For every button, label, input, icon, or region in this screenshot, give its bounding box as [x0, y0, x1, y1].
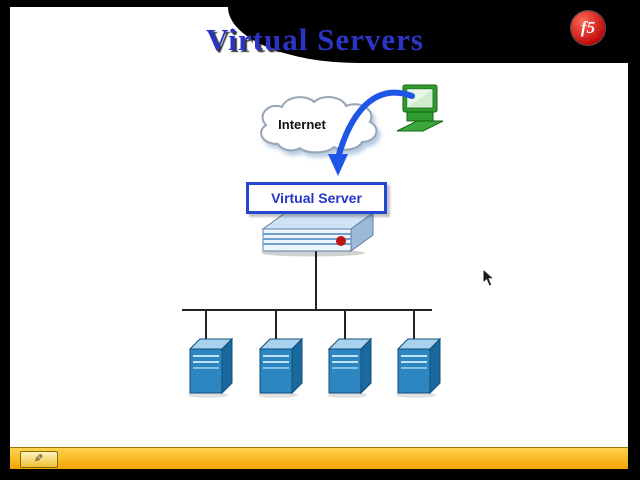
bigip-appliance-icon	[255, 207, 375, 257]
mouse-cursor-icon	[482, 267, 496, 288]
presentation-toolbar: ✎	[10, 447, 628, 469]
server-icon	[327, 337, 373, 398]
network-bus-line	[182, 309, 432, 311]
drop-line	[413, 311, 415, 341]
drop-line	[344, 311, 346, 341]
network-trunk-line	[315, 250, 317, 311]
pen-icon: ✎	[34, 453, 44, 465]
arrow-graphic	[328, 89, 415, 176]
slide-title: Virtual Servers	[206, 22, 424, 57]
drop-line	[205, 311, 207, 341]
internet-label: Internet	[278, 117, 326, 132]
connection-arrow-icon	[312, 86, 422, 186]
pen-tool-button[interactable]: ✎	[20, 451, 58, 468]
slide-top-swoosh	[228, 7, 628, 63]
drop-line	[275, 311, 277, 341]
virtual-server-box: Virtual Server	[246, 182, 387, 214]
f5-logo: f5	[571, 11, 605, 45]
pool-server	[396, 337, 442, 399]
server-icon	[396, 337, 442, 398]
f5-logo-text: f5	[580, 18, 596, 37]
pool-server	[188, 337, 234, 399]
cursor-graphic	[482, 267, 496, 287]
pool-server	[327, 337, 373, 399]
appliance-graphic	[261, 212, 375, 257]
virtual-server-label: Virtual Server	[271, 190, 362, 206]
pool-server	[258, 337, 304, 399]
server-icon	[188, 337, 234, 398]
server-icon	[258, 337, 304, 398]
